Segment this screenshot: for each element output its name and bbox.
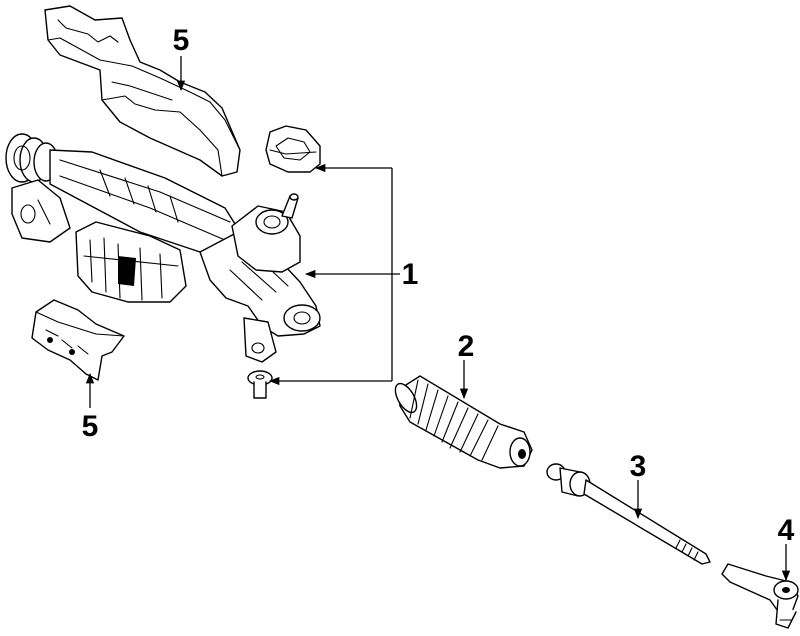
heat-shield-upper [44,5,241,177]
callout-rack-gear: 1 [402,258,419,291]
callout-inner-tie-rod: 3 [630,450,647,483]
heat-shield-lower [31,299,125,381]
steering-rack-housing [5,133,321,363]
leader-lines [85,56,791,582]
callout-heat-shield-lower: 5 [82,410,99,443]
rack-boot [394,375,533,469]
callout-outer-tie-rod: 4 [778,514,795,547]
mounting-bolt [247,370,273,399]
mount-bushing [265,125,321,173]
callout-boot: 2 [458,330,475,363]
callout-heat-shield-upper: 5 [173,24,190,57]
inner-tie-rod [546,463,711,565]
outer-tie-rod-end [721,563,799,629]
